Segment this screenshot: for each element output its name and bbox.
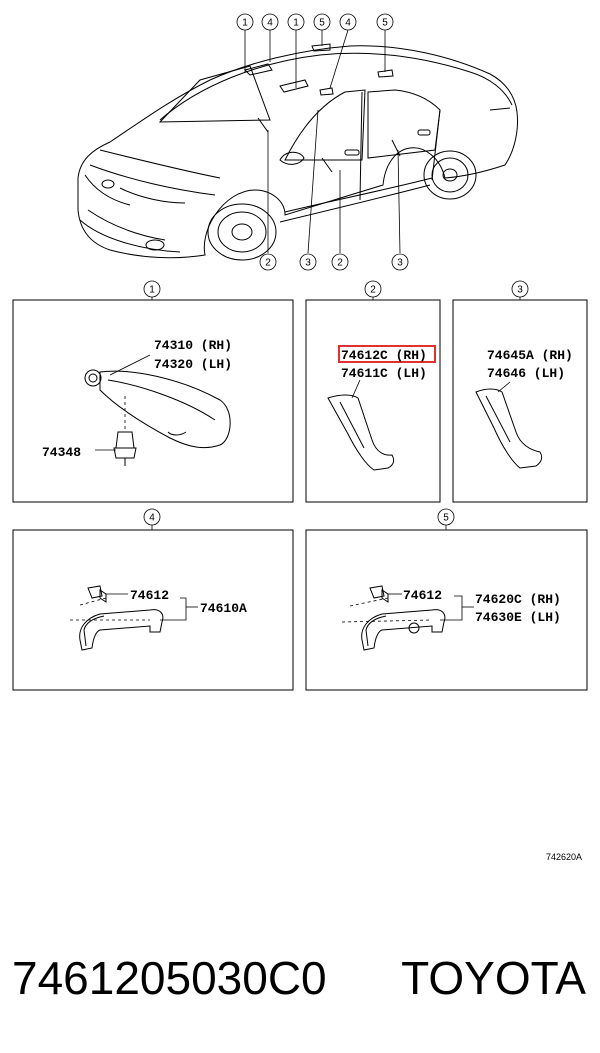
pillar-garnish-2-illustration xyxy=(475,381,543,469)
brand-name: TOYOTA xyxy=(401,952,586,1004)
panel-number-5-ring xyxy=(437,508,455,526)
label-74611c-lh: 74611C (LH) xyxy=(341,366,427,381)
car-callout-4-ring xyxy=(339,13,357,31)
sun-visor-illustration xyxy=(84,354,231,466)
car-callout-3: 5 xyxy=(319,18,325,29)
label-74310-rh: 74310 (RH) xyxy=(154,338,232,353)
car-callout-8: 2 xyxy=(337,258,343,269)
car-callout-8-ring xyxy=(331,253,349,271)
label-74645a-rh: 74645A (RH) xyxy=(487,348,573,363)
car-callout-1-ring xyxy=(261,13,279,31)
car-callout-0: 1 xyxy=(242,18,248,29)
part-number: 7461205030C0 xyxy=(12,952,327,1004)
car-callout-1: 4 xyxy=(267,18,273,29)
car-callout-6-ring xyxy=(259,253,277,271)
label-74646-lh: 74646 (LH) xyxy=(487,366,565,381)
footer: 7461205030C0 TOYOTA xyxy=(10,948,590,1008)
label-74320-lh: 74320 (LH) xyxy=(154,357,232,372)
panel-number-2-ring xyxy=(364,280,382,298)
panel-5-frame xyxy=(305,529,588,691)
panel-4-frame xyxy=(12,529,294,691)
car-callout-4: 4 xyxy=(345,18,351,29)
highlight-box xyxy=(338,345,436,363)
car-callout-2: 1 xyxy=(293,18,299,29)
panel-number-4-ring xyxy=(143,508,161,526)
panel-number-3-ring xyxy=(511,280,529,298)
car-callout-leaders xyxy=(244,29,401,254)
panel-number-1-ring xyxy=(143,280,161,298)
assist-grip-illustration xyxy=(70,585,198,651)
car-callout-5-ring xyxy=(376,13,394,31)
car-illustration xyxy=(77,43,518,261)
car-callout-3-ring xyxy=(313,13,331,31)
panel-1-frame xyxy=(12,299,294,503)
car-callout-5: 5 xyxy=(382,18,388,29)
panel-2-frame xyxy=(305,299,441,503)
label-74612c-rh: 74612C (RH) xyxy=(341,348,427,363)
label-74612-p4: 74612 xyxy=(130,588,169,603)
car-callout-6: 2 xyxy=(265,258,271,269)
label-74620c-rh: 74620C (RH) xyxy=(475,592,561,607)
panel-3-frame xyxy=(452,299,588,503)
pillar-garnish-illustration xyxy=(327,379,395,471)
panel-number-3: 3 xyxy=(517,285,523,296)
car-callout-7: 3 xyxy=(305,258,311,269)
label-74348: 74348 xyxy=(42,445,81,460)
assist-grip-hook-illustration xyxy=(341,585,474,651)
panel-number-5: 5 xyxy=(443,513,449,524)
car-callout-2-ring xyxy=(287,13,305,31)
car-callout-9-ring xyxy=(391,253,409,271)
panel-number-4: 4 xyxy=(149,513,155,524)
label-74630e-lh: 74630E (LH) xyxy=(475,610,561,625)
label-74612-p5: 74612 xyxy=(403,588,442,603)
label-74610a: 74610A xyxy=(200,601,247,616)
panel-number-1: 1 xyxy=(149,285,155,296)
panel-number-2: 2 xyxy=(370,285,376,296)
car-callout-0-ring xyxy=(236,13,254,31)
car-callout-7-ring xyxy=(299,253,317,271)
car-callout-9: 3 xyxy=(397,258,403,269)
figure-code: 742620A xyxy=(546,852,583,862)
callout-group: 1 4 1 5 4 5 2 3 2 3 1 2 3 4 5 xyxy=(143,13,529,526)
